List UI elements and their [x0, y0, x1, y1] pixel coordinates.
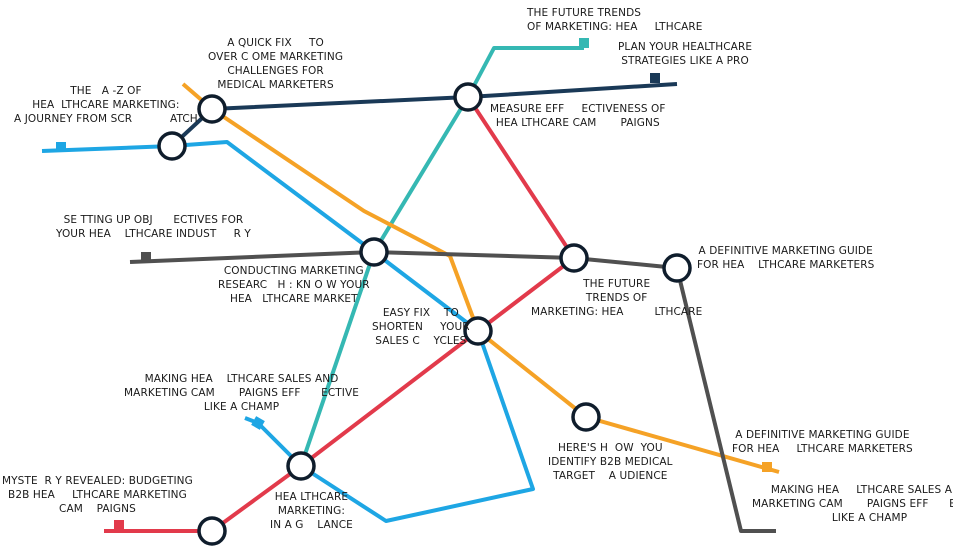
gray-line-terminal — [141, 252, 151, 262]
label-making-sales-right[interactable]: MAKING HEA LTHCARE SALES AND MARKETING C… — [752, 484, 953, 524]
station-quick-fix[interactable] — [197, 94, 227, 124]
label-identify-b2b[interactable]: HERE'S H OW YOU IDENTIFY B2B MEDICAL TAR… — [548, 442, 673, 482]
blue-line-terminal-bottom — [251, 416, 265, 430]
orange-line-terminal — [762, 462, 772, 472]
station-a-to-z[interactable] — [157, 131, 187, 161]
label-quick-fix[interactable]: A QUICK FIX TO OVER C OME MARKETING CHAL… — [208, 37, 344, 91]
teal-line-terminal — [579, 38, 589, 48]
label-future-trends[interactable]: THE FUTURE TRENDS OF MARKETING: HEA LTHC… — [531, 278, 703, 318]
gray-line — [129, 250, 776, 533]
station-identify-b2b[interactable] — [571, 402, 601, 432]
navy-line-terminal — [650, 73, 660, 83]
label-mystery-budgeting[interactable]: MYSTE R Y REVEALED: BUDGETING B2B HEA LT… — [2, 475, 193, 515]
station-conducting-research[interactable] — [359, 237, 389, 267]
label-future-trends-healthcare[interactable]: THE FUTURE TRENDS OF MARKETING: HEA LTHC… — [527, 7, 703, 33]
label-healthcare-glance[interactable]: HEA LTHCARE MARKETING: IN A G LANCE — [270, 491, 353, 531]
station-mystery-budgeting[interactable] — [197, 516, 227, 546]
label-making-sales-left[interactable]: MAKING HEA LTHCARE SALES AND MARKETING C… — [124, 373, 359, 413]
navy-line — [170, 82, 678, 148]
label-plan-healthcare-strategies[interactable]: PLAN YOUR HEALTHCARE STRATEGIES LIKE A P… — [618, 41, 753, 67]
label-a-to-z[interactable]: THE A -Z OF HEA LTHCARE MARKETING: A JOU… — [14, 85, 198, 125]
blue-line-terminal-left — [56, 142, 66, 152]
label-conducting-research[interactable]: CONDUCTING MARKETING RESEARC H : KN O W … — [218, 265, 370, 305]
blue-line — [41, 140, 535, 523]
station-definitive-guide-top[interactable] — [662, 253, 692, 283]
label-definitive-guide-bottom[interactable]: A DEFINITIVE MARKETING GUIDE FOR HEA LTH… — [732, 429, 913, 455]
red-line — [104, 95, 576, 533]
red-line-terminal — [114, 520, 124, 530]
station-healthcare-glance[interactable] — [286, 451, 316, 481]
station-measure-effectiveness[interactable] — [453, 82, 483, 112]
label-easy-fix[interactable]: EASY FIX TO SHORTEN YOUR SALES C YCLES — [372, 307, 470, 347]
label-setting-up-objectives[interactable]: SE TTING UP OBJ ECTIVES FOR YOUR HEA LTH… — [56, 214, 251, 240]
station-easy-fix[interactable] — [463, 316, 493, 346]
label-measure-effectiveness[interactable]: MEASURE EFF ECTIVENESS OF HEA LTHCARE CA… — [490, 103, 666, 129]
station-future-trends[interactable] — [559, 243, 589, 273]
label-definitive-guide-top[interactable]: A DEFINITIVE MARKETING GUIDE FOR HEA LTH… — [697, 245, 875, 271]
